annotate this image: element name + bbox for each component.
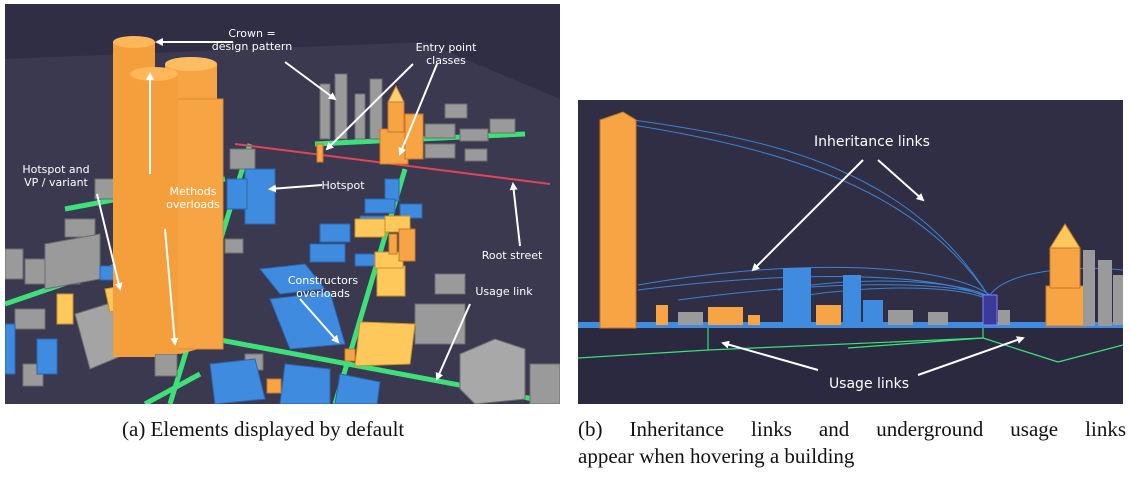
- annotation-labels: Inheritance links Usage links: [814, 134, 930, 392]
- label-usage-links: Usage links: [829, 376, 909, 392]
- figure-b-canvas: Inheritance links Usage links: [578, 100, 1123, 404]
- label-root-street: Root street: [482, 249, 543, 262]
- caption-b-line1: (b) Inheritance links and underground us…: [578, 417, 1126, 441]
- figure-a-city-view: Crown = design pattern Entry point class…: [5, 4, 560, 404]
- label-usage-link: Usage link: [475, 285, 533, 298]
- figure-a-canvas: Crown = design pattern Entry point class…: [5, 4, 560, 404]
- annotation-arrows: [721, 159, 1025, 376]
- caption-b: (b) Inheritance links and underground us…: [578, 416, 1126, 470]
- entry-point-buildings: [266, 84, 424, 394]
- label-hotspot: Hotspot: [321, 179, 365, 192]
- annotation-labels: Crown = design pattern Entry point class…: [22, 27, 543, 300]
- caption-b-line2: appear when hovering a building: [578, 444, 855, 468]
- label-constructors-2: overloads: [296, 287, 350, 300]
- buildings: [599, 111, 1123, 329]
- label-crown-2: design pattern: [212, 40, 292, 53]
- label-inheritance-links: Inheritance links: [814, 134, 930, 150]
- annotation-arrows: [96, 38, 521, 381]
- label-crown-1: Crown =: [228, 27, 275, 40]
- label-entry-1: Entry point: [416, 41, 478, 54]
- label-methods-2: overloads: [166, 198, 220, 211]
- label-hotspot-vp-1: Hotspot and: [22, 163, 89, 176]
- label-methods-1: Methods: [170, 185, 217, 198]
- figure-b-city-view: Inheritance links Usage links: [578, 100, 1123, 404]
- tall-towers: [113, 36, 224, 357]
- usage-links: [578, 328, 1123, 363]
- label-constructors-1: Constructors: [288, 274, 359, 287]
- caption-a: (a) Elements displayed by default: [122, 417, 405, 441]
- underground: [578, 328, 1123, 404]
- label-hotspot-vp-2: VP / variant: [24, 176, 88, 189]
- label-entry-2: classes: [426, 54, 466, 67]
